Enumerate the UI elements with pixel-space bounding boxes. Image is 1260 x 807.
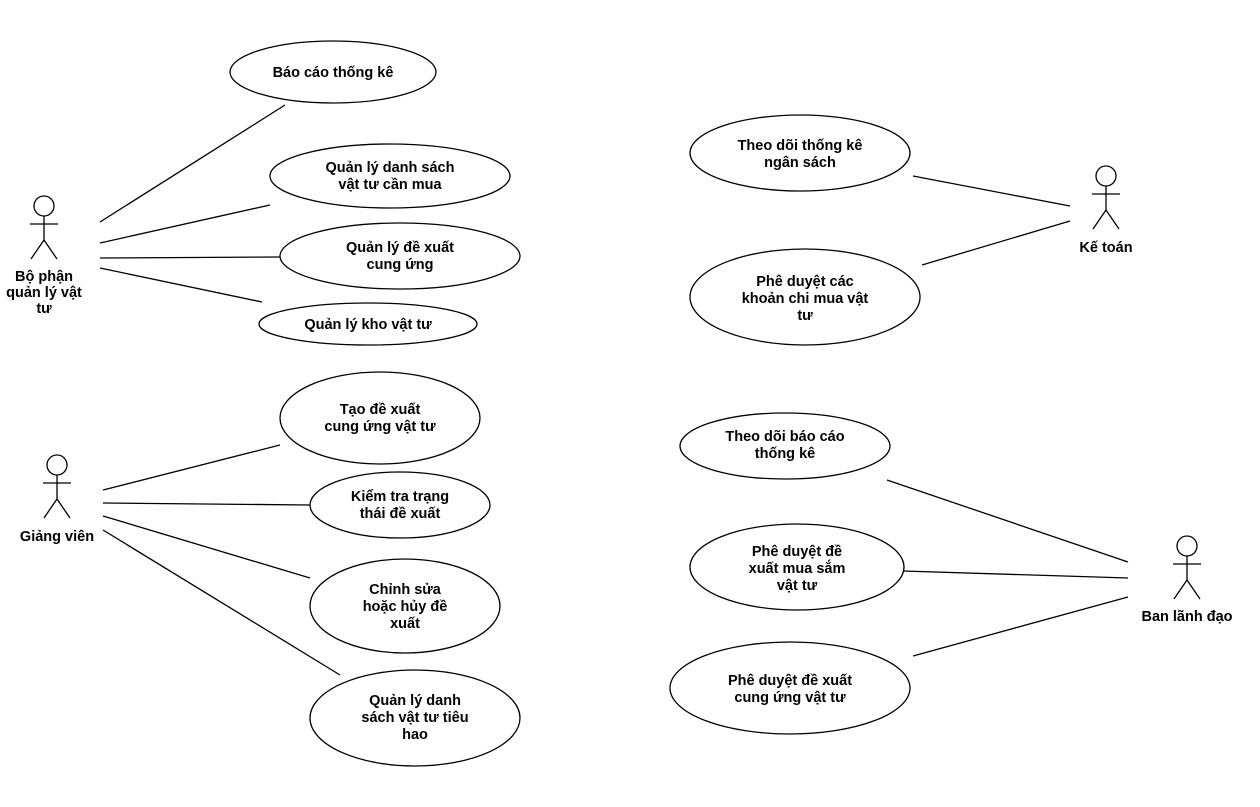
use-case-quan-ly-de-xuat-cung-ung[interactable]: Quản lý đề xuất cung ứng bbox=[279, 222, 521, 290]
use-case-label: hoặc hủy đề bbox=[363, 599, 448, 615]
use-case-label: Phê duyệt đề xuất bbox=[728, 673, 852, 689]
use-case-phe-duyet-khoan-chi[interactable]: Phê duyệt các khoản chi mua vật tư bbox=[689, 248, 921, 346]
use-case-label: khoản chi mua vật bbox=[742, 291, 869, 307]
assoc-gv-kiemtra bbox=[102, 502, 311, 506]
stick-figure-icon bbox=[1173, 535, 1201, 600]
use-case-label: vật tư cần mua bbox=[338, 177, 442, 193]
use-case-label: Báo cáo thống kê bbox=[273, 65, 394, 81]
actor-ban-lanh-dao[interactable]: Ban lãnh đạo bbox=[1141, 535, 1233, 625]
use-case-phe-duyet-cung-ung[interactable]: Phê duyệt đề xuất cung ứng vật tư bbox=[669, 641, 911, 735]
use-case-label: hao bbox=[402, 727, 428, 743]
assoc-bld-baocao bbox=[886, 479, 1129, 563]
stick-figure-icon bbox=[30, 195, 58, 260]
use-case-label: thống kê bbox=[755, 446, 815, 462]
actor-label: quản lý vật bbox=[6, 285, 82, 301]
assoc-bophan-dsmua bbox=[99, 204, 271, 244]
actor-ke-toan[interactable]: Kế toán bbox=[1079, 165, 1133, 256]
use-case-label: Quản lý đề xuất bbox=[346, 240, 454, 256]
use-case-bao-cao-thong-ke[interactable]: Báo cáo thống kê bbox=[229, 40, 437, 104]
assoc-kt-khoanchi bbox=[921, 220, 1071, 266]
use-case-quan-ly-kho-vat-tu[interactable]: Quản lý kho vật tư bbox=[258, 302, 478, 346]
use-case-label: Quản lý kho vật tư bbox=[304, 317, 432, 333]
use-case-label: xuất mua sắm bbox=[749, 559, 846, 577]
stick-figure-icon bbox=[1092, 165, 1120, 230]
actor-giang-vien[interactable]: Giảng viên bbox=[20, 454, 94, 545]
assoc-gv-chinhsua bbox=[102, 515, 311, 579]
use-case-phe-duyet-mua-sam[interactable]: Phê duyệt đề xuất mua sắm vật tư bbox=[689, 523, 905, 611]
actor-label: Ban lãnh đạo bbox=[1141, 609, 1232, 625]
use-case-tao-de-xuat[interactable]: Tạo đề xuất cung ứng vật tư bbox=[279, 371, 481, 465]
use-case-label: cung ứng vật tư bbox=[734, 690, 846, 706]
actor-bo-phan-quan-ly-vat-tu[interactable]: Bộ phận quản lý vật tư bbox=[6, 195, 82, 317]
assoc-gv-tieuhao bbox=[102, 529, 341, 676]
actor-label: Giảng viên bbox=[20, 529, 94, 545]
use-case-label: xuất bbox=[390, 616, 420, 632]
assoc-kt-ngansach bbox=[912, 175, 1071, 207]
use-case-label: cung ứng bbox=[367, 257, 434, 273]
assoc-bld-muasam bbox=[902, 570, 1129, 579]
use-case-label: Phê duyệt đề bbox=[752, 544, 842, 560]
use-case-label: vật tư bbox=[777, 578, 818, 594]
use-case-label: sách vật tư tiêu bbox=[361, 710, 468, 726]
use-case-quan-ly-vat-tu-tieu-hao[interactable]: Quản lý danh sách vật tư tiêu hao bbox=[309, 669, 521, 767]
use-case-theo-doi-bao-cao-thong-ke[interactable]: Theo dõi báo cáo thống kê bbox=[679, 412, 891, 480]
assoc-bophan-dexuat bbox=[99, 256, 281, 259]
use-case-label: tư bbox=[797, 308, 813, 324]
use-case-label: Tạo đề xuất bbox=[340, 402, 421, 418]
assoc-bld-cungung bbox=[912, 596, 1129, 657]
use-case-label: Kiểm tra trạng bbox=[351, 489, 449, 505]
use-case-kiem-tra-trang-thai[interactable]: Kiểm tra trạng thái đề xuất bbox=[309, 471, 491, 539]
actor-label: Kế toán bbox=[1079, 240, 1132, 256]
actor-label: Bộ phận bbox=[15, 269, 73, 285]
use-case-label: Quản lý danh sách bbox=[326, 160, 455, 176]
assoc-bophan-kho bbox=[99, 267, 263, 303]
use-case-label: Theo dõi báo cáo bbox=[725, 429, 844, 445]
use-case-label: Quản lý danh bbox=[369, 693, 461, 709]
associations bbox=[99, 104, 1129, 676]
use-case-label: cung ứng vật tư bbox=[324, 419, 436, 435]
assoc-bophan-baocao bbox=[99, 104, 286, 223]
use-case-label: thái đề xuất bbox=[360, 506, 441, 522]
actor-label: tư bbox=[36, 301, 52, 317]
use-case-label: Chỉnh sửa bbox=[369, 582, 442, 598]
assoc-gv-tao bbox=[102, 444, 281, 491]
use-case-quan-ly-danh-sach-can-mua[interactable]: Quản lý danh sách vật tư cần mua bbox=[269, 143, 511, 209]
stick-figure-icon bbox=[43, 454, 71, 519]
use-case-chinh-sua-huy[interactable]: Chỉnh sửa hoặc hủy đề xuất bbox=[309, 558, 501, 654]
use-case-label: Theo dõi thống kê bbox=[738, 138, 863, 154]
use-case-label: ngân sách bbox=[764, 155, 836, 171]
use-case-label: Phê duyệt các bbox=[756, 274, 854, 290]
use-case-theo-doi-thong-ke-ngan-sach[interactable]: Theo dõi thống kê ngân sách bbox=[689, 114, 911, 192]
